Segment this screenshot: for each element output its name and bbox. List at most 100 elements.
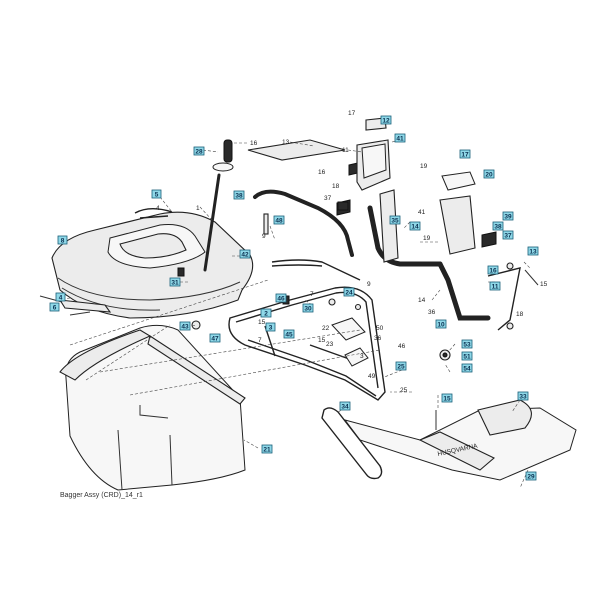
svg-text:46: 46 xyxy=(277,296,285,303)
svg-text:41: 41 xyxy=(396,136,404,143)
svg-text:8: 8 xyxy=(61,238,65,245)
callout-15b: 15 xyxy=(318,337,326,344)
callout-55: 15 xyxy=(540,281,548,288)
callout-8: 8 xyxy=(57,235,68,245)
svg-text:14: 14 xyxy=(411,224,419,231)
callout-16c: 16 xyxy=(487,265,499,275)
callout-14: 14 xyxy=(418,297,426,304)
svg-text:17: 17 xyxy=(461,152,469,159)
leader-lines xyxy=(57,139,531,489)
callout-18b: 18 xyxy=(516,311,524,318)
svg-text:11: 11 xyxy=(492,284,499,291)
callout-10: 10 xyxy=(435,319,447,329)
svg-text:6: 6 xyxy=(53,305,57,312)
callout-17b: 17 xyxy=(459,149,471,159)
callout-46b: 46 xyxy=(398,343,406,350)
callout-5: 5 xyxy=(151,189,162,199)
svg-text:13: 13 xyxy=(529,249,537,256)
callout-45: 45 xyxy=(283,329,295,339)
callout-25: 25 xyxy=(395,361,407,371)
hood-hinge-bracket xyxy=(39,295,112,316)
svg-text:39: 39 xyxy=(504,214,512,221)
callout-13: 13 xyxy=(282,139,290,146)
upper-curved-rod xyxy=(253,189,354,257)
rear-frame-arms xyxy=(336,171,539,331)
callout-28: 28 xyxy=(193,146,205,156)
svg-text:21: 21 xyxy=(263,447,271,454)
svg-text:4: 4 xyxy=(156,205,160,212)
svg-text:36: 36 xyxy=(428,309,436,316)
svg-text:41: 41 xyxy=(418,209,426,216)
callout-34: 14 xyxy=(409,221,421,231)
callout-51: 51 xyxy=(461,351,473,361)
svg-text:9: 9 xyxy=(262,233,266,240)
callout-11b: 11 xyxy=(489,281,501,291)
callout-34b: 34 xyxy=(339,401,351,411)
callout-31: 31 xyxy=(169,277,181,287)
callout-38: 38 xyxy=(233,190,245,200)
callout-23: 23 xyxy=(326,341,334,348)
svg-text:25: 25 xyxy=(400,387,408,394)
callout-19a: 19 xyxy=(420,163,428,170)
bagger-hood xyxy=(51,208,254,319)
svg-text:15: 15 xyxy=(318,337,326,344)
svg-text:29: 29 xyxy=(527,474,535,481)
hardware-bits xyxy=(177,201,514,361)
callout-13b: 13 xyxy=(527,246,539,256)
callout-38b: 38 xyxy=(492,221,504,231)
svg-text:30: 30 xyxy=(304,306,312,313)
callout-48: 48 xyxy=(273,215,285,225)
callout-43: 43 xyxy=(179,321,191,331)
svg-text:34: 34 xyxy=(341,404,349,411)
dump-lever xyxy=(203,139,234,272)
svg-text:47: 47 xyxy=(211,336,219,343)
callout-30: 30 xyxy=(302,303,314,313)
discharge-chute: HUSQVARNA xyxy=(321,399,577,481)
mount-bracket-upper xyxy=(247,117,391,191)
callout-29: 29 xyxy=(525,471,537,481)
svg-text:14: 14 xyxy=(418,297,426,304)
svg-text:7: 7 xyxy=(310,291,314,298)
callout-3b: 3 xyxy=(360,353,364,360)
callout-42: 42 xyxy=(239,249,251,259)
callout-53: 53 xyxy=(461,339,473,349)
grass-bag xyxy=(59,324,246,491)
svg-text:4: 4 xyxy=(59,295,63,302)
callout-3: 3 xyxy=(265,322,276,332)
callout-1: 1 xyxy=(196,205,200,212)
svg-text:48: 48 xyxy=(275,218,283,225)
callout-54: 54 xyxy=(461,363,473,373)
callout-25b: 25 xyxy=(400,387,408,394)
svg-text:31: 31 xyxy=(171,280,179,287)
callout-37b: 37 xyxy=(502,230,514,240)
callout-6: 6 xyxy=(49,302,60,312)
svg-text:51: 51 xyxy=(463,354,471,361)
svg-text:9: 9 xyxy=(367,281,371,288)
callout-16b: 16 xyxy=(318,169,326,176)
svg-text:5: 5 xyxy=(155,192,159,199)
svg-text:49: 49 xyxy=(368,373,376,380)
callout-20: 20 xyxy=(483,169,495,179)
svg-text:2: 2 xyxy=(264,311,268,318)
svg-text:50: 50 xyxy=(376,325,384,332)
callout-37: 37 xyxy=(324,195,332,202)
callout-15a: 15 xyxy=(258,319,266,326)
svg-text:20: 20 xyxy=(485,172,493,179)
callout-39: 39 xyxy=(502,211,514,221)
svg-text:17: 17 xyxy=(348,110,356,117)
svg-text:3: 3 xyxy=(269,325,273,332)
callout-2: 2 xyxy=(260,308,272,318)
svg-text:43: 43 xyxy=(181,324,189,331)
callout-22: 22 xyxy=(322,325,330,332)
callout-11: 11 xyxy=(342,147,349,154)
callout-35a: 35 xyxy=(389,215,401,225)
diagram-caption: Bagger Assy (CRD)_14_r1 xyxy=(60,492,143,499)
svg-text:10: 10 xyxy=(437,322,445,329)
callout-7b: 7 xyxy=(310,291,314,298)
svg-text:15: 15 xyxy=(443,396,451,403)
callout-49: 49 xyxy=(368,373,376,380)
svg-text:18: 18 xyxy=(332,183,340,190)
svg-text:15: 15 xyxy=(258,319,266,326)
svg-text:25: 25 xyxy=(397,364,405,371)
